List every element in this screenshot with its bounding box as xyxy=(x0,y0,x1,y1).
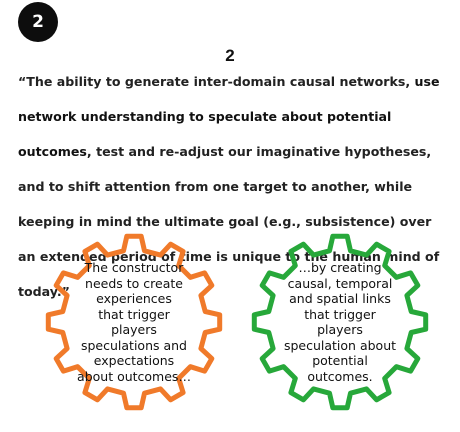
gear-left-outline xyxy=(45,233,223,411)
gear-left-text: The constructor needs to create experien… xyxy=(77,260,191,384)
slide-number-badge: 2 xyxy=(18,2,58,42)
gear-left: The constructor needs to create experien… xyxy=(45,233,223,411)
gear-right-outline xyxy=(251,233,429,411)
gear-right: …by creating causal, temporal and spatia… xyxy=(251,233,429,411)
slide-number: 2 xyxy=(225,46,235,65)
gear-outline-path xyxy=(251,233,429,411)
quote-text-start: “The ability to generate inter-domain ca… xyxy=(18,74,411,89)
quote-paragraph: “The ability to generate inter-domain ca… xyxy=(18,64,448,309)
quote-text-end: , test and re-adjust our imaginative hyp… xyxy=(18,144,440,299)
badge-label: 2 xyxy=(32,12,44,32)
gear-outline-path xyxy=(45,233,223,411)
quote-emphasis: use network understanding to speculate a… xyxy=(18,74,440,159)
gear-right-text: …by creating causal, temporal and spatia… xyxy=(283,260,397,384)
